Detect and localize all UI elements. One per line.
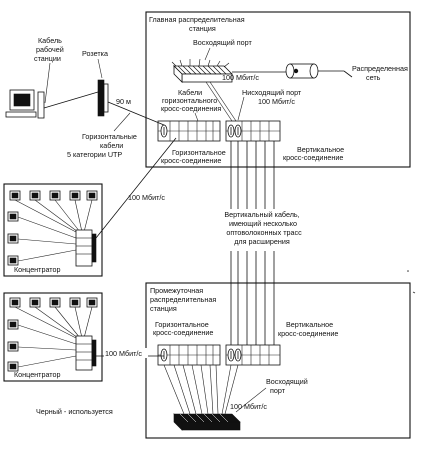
main-vert-cross-label-1: Вертикальное [297,145,344,154]
workstation-cable-leader [44,62,51,104]
main-horizontal-patch-panel [157,120,221,142]
workstation-cable [43,91,99,109]
workstation-cable-label-2: рабочей [36,45,64,54]
distance-label: 90 м [116,97,131,106]
uplink-port-leader [204,47,211,61]
int-vert-cross-label-1: Вертикальное [286,320,333,329]
intermediate-switch-icon [173,413,241,431]
int-vert-cross-label-2: кросс-соединение [278,329,338,338]
router-icon [285,63,319,79]
utp-label-1: Горизонтальные [82,132,137,141]
uplink-port-label: Восходящий порт [193,38,252,47]
hub1-links [14,199,93,262]
distributed-net-label-2: сеть [366,73,381,82]
workstation-icon [5,89,45,119]
uplink-speed-label: 100 Мбит/с [222,73,259,82]
vertical-cable-label-1: Вертикальный кабель, [224,210,299,219]
int-uplink-label-2: порт [270,386,286,395]
intermediate-fan-cables [163,364,239,415]
intermediate-title-2: распределительная [150,295,216,304]
hub2-speed-bg [104,348,148,358]
main-switch-icon [171,58,233,83]
horiz-cables-label-3: кросс-соединения [161,104,221,113]
horiz-cables-label-2: горизонтального [162,96,217,105]
intermediate-vertical-patch-panel [225,344,281,366]
horiz-cables-leader [194,112,199,122]
hub1-concentrator-icon [75,229,97,267]
hub2-links [14,306,93,368]
horizontal-utp-cable [107,101,165,126]
vertical-cable-label-4: для расширения [234,237,290,246]
int-uplink-leader [235,387,267,413]
hub-link-speed-label: 100 Мбит/с [128,193,165,202]
hub1-workstations [7,190,98,266]
int-uplink-speed-label: 100 Мбит/с [230,402,267,411]
outlet-leader [97,58,103,79]
hub2-label: Концентратор [14,370,61,379]
horiz-cables-label-1: Кабели [178,88,202,97]
int-uplink-label-1: Восходящий [266,377,308,386]
outlet-label: Розетка [82,49,108,58]
downlink-port-leader [237,96,245,121]
utp-label-leader [113,112,131,132]
switch-to-vertical-cross-links [205,81,237,122]
workstation-cable-label-1: Кабель [38,36,62,45]
main-vert-cross-label-2: кросс-соединение [283,153,343,162]
wan-line-end [343,70,353,78]
main-station-title-2: станция [189,24,216,33]
utp-label-3: 5 категории UTP [67,150,122,159]
hub1-uplink [95,137,177,239]
vertical-cable-label-2: имеющий несколько [229,219,297,228]
utp-label-2: кабели [100,141,123,150]
main-station-box [145,11,411,168]
stray-mark [407,270,409,272]
vertical-cable-label-3: оптоволоконных трасс [226,228,302,237]
outlet-icon [97,79,109,117]
main-horiz-cross-label-1: Горизонтальное [172,148,226,157]
hub2-concentrator-icon [75,335,97,371]
vertical-cable-label-bg [218,209,312,251]
int-link-speed-label: 100 Мбит/с [105,349,142,358]
workstation-cable-label-3: станции [34,54,61,63]
main-vertical-patch-panel [225,120,281,142]
int-horiz-cross-label-2: кросс-соединение [153,328,213,337]
downlink-speed-label: 100 Мбит/с [258,97,295,106]
intermediate-station-box [145,282,411,439]
stray-mark [412,291,416,294]
int-horiz-cross-label-1: Горизонтальное [155,320,209,329]
intermediate-title-3: станция [150,304,177,313]
main-horiz-cross-label-2: кросс-соединение [161,156,221,165]
distributed-net-label-1: Распределенная [352,64,408,73]
legend-label: Черный - используется [36,407,113,416]
hub1-label: Концентратор [14,265,61,274]
intermediate-title-1: Промежуточная [150,286,203,295]
hub2-cluster-box [3,292,103,382]
main-station-title-1: Главная распределительная [149,15,245,24]
intermediate-horizontal-patch-panel [157,344,221,366]
downlink-port-label: Нисходящий порт [242,88,302,97]
